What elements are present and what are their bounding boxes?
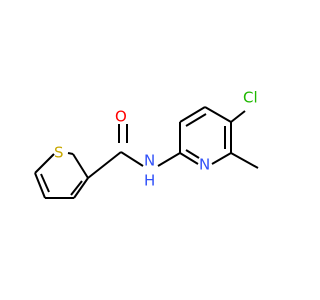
chlorine-label: Cl	[243, 89, 258, 107]
sulfur-label: S	[54, 144, 64, 162]
nitrogen-amide-label: N	[144, 152, 155, 170]
bond-c2-c3	[73, 177, 89, 199]
bond-c2-c3-inner	[70, 180, 83, 196]
bond-chlorine	[230, 110, 246, 123]
bond-py-n-c2	[179, 152, 199, 165]
bond-carbonyl-nitrogen	[120, 151, 144, 167]
molecule-structure: O N H S N Cl	[0, 0, 300, 300]
bond-s-c2	[72, 153, 89, 179]
bond-py-c3-c4	[179, 106, 206, 123]
bond-c4-c5	[34, 172, 46, 199]
bond-c4-c5-inner	[40, 173, 50, 193]
nitrogen-pyridine-label: N	[199, 156, 210, 174]
bond-thiophene-carbonyl	[87, 151, 122, 179]
hydrogen-amide-label: H	[144, 172, 155, 190]
bond-nitrogen-pyridine	[157, 152, 181, 167]
bond-py-c4-c5	[204, 106, 232, 123]
bond-py-c3-c4-inner	[185, 113, 207, 127]
bond-py-n-c2-inner	[185, 149, 200, 159]
atom-labels: O N H S N Cl	[54, 89, 258, 190]
bond-methyl	[230, 152, 259, 169]
bond-py-c6-n	[211, 152, 232, 165]
oxygen-label: O	[115, 108, 127, 126]
canvas-background	[0, 0, 300, 300]
bond-c5-s	[34, 153, 55, 174]
bonds	[34, 106, 259, 199]
bond-s-c2-left	[67, 152, 74, 155]
